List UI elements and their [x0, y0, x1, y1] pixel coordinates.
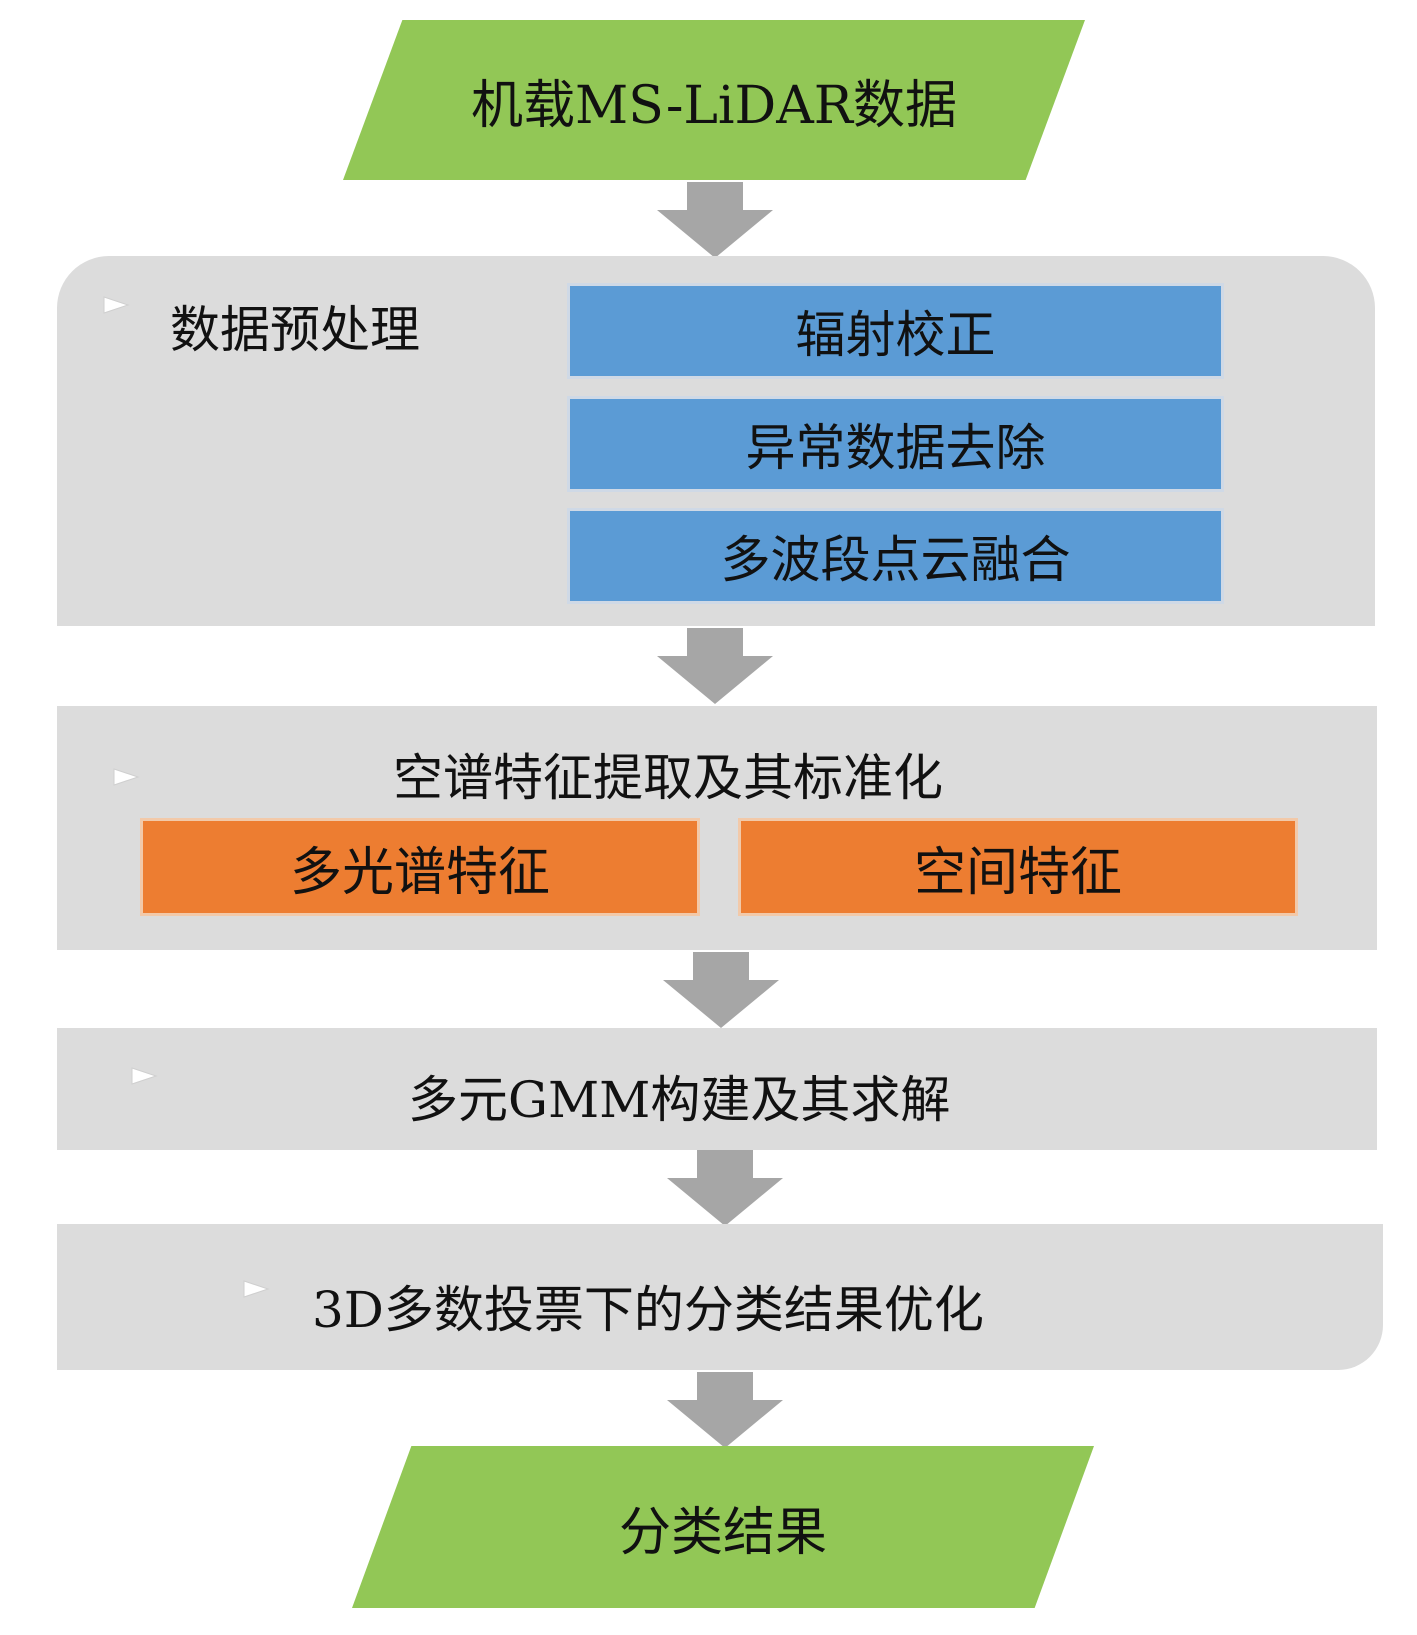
input-data-label: 机载MS-LiDAR数据 [471, 75, 957, 136]
flow-arrow-3 [663, 952, 779, 1028]
gmm-panel [57, 1028, 1377, 1150]
flag-icon [131, 1067, 158, 1085]
output-result-node: 分类结果 [352, 1446, 1094, 1608]
optimize-label: 3D多数投票下的分类结果优化 [312, 1281, 984, 1339]
feature-label: 空谱特征提取及其标准化 [393, 749, 943, 807]
flag-icon [103, 296, 130, 314]
flow-arrow-1 [657, 182, 773, 258]
preprocess-label: 数据预处理 [170, 301, 420, 359]
feature-multispectral: 多光谱特征 [140, 818, 700, 916]
output-result-label: 分类结果 [618, 1502, 827, 1563]
flag-icon [113, 768, 140, 786]
gmm-label: 多元GMM构建及其求解 [408, 1071, 951, 1129]
step-multiband-fusion: 多波段点云融合 [567, 508, 1224, 604]
flag-icon [243, 1280, 270, 1298]
optimize-panel [57, 1224, 1383, 1370]
input-data-node: 机载MS-LiDAR数据 [343, 20, 1085, 180]
step-radiometric-correction: 辐射校正 [567, 283, 1224, 379]
flow-arrow-2 [657, 628, 773, 704]
flow-arrow-4 [667, 1150, 783, 1226]
step-outlier-removal: 异常数据去除 [567, 396, 1224, 492]
feature-spatial: 空间特征 [738, 818, 1298, 916]
flow-arrow-5 [667, 1372, 783, 1448]
